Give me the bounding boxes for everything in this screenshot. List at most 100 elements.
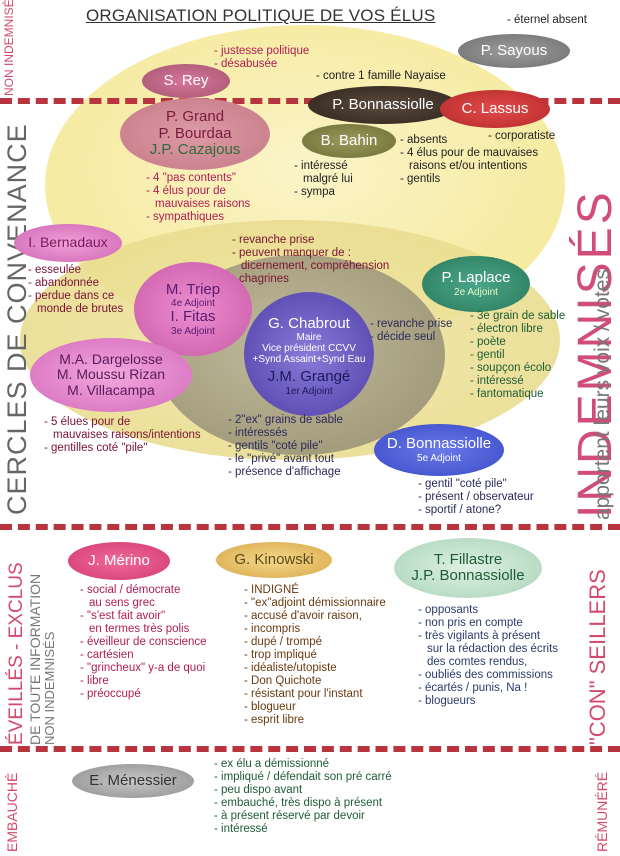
menessier-note: - embauché, très dispo à présent: [214, 797, 383, 809]
bahin-note: - sympa: [294, 186, 335, 198]
group-triep-fitas: M. Triep 4e Adjoint I. Fitas 3e Adjoint: [134, 262, 252, 356]
triep-note: - chagrines: [232, 273, 289, 285]
person-grand-name: P. Grand: [165, 108, 225, 126]
fillastre-notes: - opposants - non pris en compte - très …: [418, 604, 558, 708]
page-title: ORGANISATION POLITIQUE DE VOS ÉLUS: [86, 6, 436, 25]
absents-note: - absents: [400, 134, 448, 146]
laplace-note: - gentil: [470, 349, 505, 361]
bonnassiolle-d-note: - gentil "coté pile": [418, 478, 507, 490]
kinowski-note: - esprit libre: [244, 714, 305, 726]
bernadaux-note: - perdue dans ce: [28, 290, 115, 302]
bernadaux-note: monde de brutes: [37, 303, 124, 315]
kinowski-note: - incompris: [244, 623, 301, 635]
person-grange-role: 1er Adjoint: [285, 385, 333, 397]
fillastre-note: - écartés / punis, Na !: [418, 682, 528, 694]
kinowski-note: - accusé d'avoir raison,: [244, 610, 362, 622]
group-fillastre-bonnassiolle: T. Fillastre J.P. Bonnassiolle: [394, 538, 542, 598]
person-bonnassiolle-p-name: P. Bonnassiolle: [332, 95, 434, 113]
person-sayous: P. Sayous: [458, 34, 570, 68]
person-bernadaux-name: I. Bernadaux: [28, 234, 108, 251]
person-merino: J. Mérino: [68, 542, 170, 580]
laplace-note: - poète: [470, 336, 506, 348]
merino-note: au sens grec: [89, 597, 155, 609]
person-lassus: C. Lassus: [440, 90, 550, 128]
person-jp-bonnassiolle-name: J.P. Bonnassiolle: [411, 567, 525, 584]
kinowski-note: - idéaliste/utopiste: [244, 662, 337, 674]
person-bonnassiolle-p: P. Bonnassiolle: [308, 86, 458, 124]
kinowski-note: - résistant pour l'instant: [244, 688, 363, 700]
center-note: - 2"ex" grains de sable: [228, 414, 343, 426]
person-kinowski: G. Kinowski: [216, 542, 332, 578]
group-chabrout-grange: G. Chabrout Maire Vice président CCVV +S…: [244, 292, 374, 416]
rey-note: - désabusée: [214, 58, 278, 70]
person-lassus-name: C. Lassus: [461, 99, 529, 117]
center-note: - le "privé" avant tout: [228, 453, 334, 465]
bonnassiolle-d-note: - présent / observateur: [418, 491, 534, 503]
side-label-non-indemnises-top: NON INDEMNISÉS: [2, 0, 16, 96]
person-triep-name: M. Triep: [165, 280, 221, 298]
laplace-note: - fantomatique: [470, 388, 544, 400]
person-fillastre-name: T. Fillastre: [433, 550, 503, 568]
triep-note: dicernement, compréhension: [241, 260, 390, 272]
person-bourdaa-name: P. Bourdaa: [158, 124, 232, 142]
side-label-eveilles: ÉVEILLÉS - EXCLUS: [6, 562, 27, 745]
person-bonnassiolle-d-role: 5e Adjoint: [417, 452, 461, 464]
person-villacampa-name: M. Villacampa: [67, 381, 155, 398]
person-merino-name: J. Mérino: [88, 551, 150, 569]
triep-notes: - revanche prise - peuvent manquer de : …: [232, 234, 389, 286]
side-label-remunere: RÉMUNÉRÉ: [594, 771, 610, 852]
person-fitas-name: I. Fitas: [170, 308, 216, 325]
menessier-notes: - ex élu a démissionné - impliqué / défe…: [214, 758, 392, 836]
bonnassiolle-d-note: - sportif / atone?: [418, 504, 502, 516]
person-moussu-name: M. Moussu Rizan: [56, 366, 166, 383]
chabrout-note: - décide seul: [370, 331, 436, 343]
group1-note: - 4 élus pour de: [146, 185, 226, 197]
triep-note: - revanche prise: [232, 234, 315, 246]
person-bonnassiolle-d-name: D. Bonnassiolle: [386, 435, 492, 453]
person-chabrout-role: Vice président CCVV: [262, 343, 356, 354]
side-label-apportent: apportent leurs voix / votes: [591, 269, 614, 520]
merino-note: en termes très polis: [89, 623, 190, 635]
side-label-con-seillers: "CON" SEILLERS: [585, 569, 610, 745]
laplace-note: - électron libre: [470, 323, 543, 335]
person-chabrout-role: Maire: [296, 332, 322, 343]
group1-note: - 4 "pas contents": [146, 172, 236, 184]
rey-note: - justesse politique: [214, 45, 310, 57]
fillastre-note: - opposants: [418, 604, 479, 616]
fillastre-note: sur la rédaction des écrits: [427, 643, 559, 655]
menessier-note: - peu dispo avant: [214, 784, 303, 796]
kinowski-note: - trop impliqué: [244, 649, 317, 661]
merino-note: - libre: [80, 675, 109, 687]
merino-note: - "grincheux" y-a de quoi: [80, 662, 206, 674]
kinowski-note: - INDIGNÉ: [244, 584, 299, 596]
laplace-note: - 3e grain de sable: [470, 310, 566, 322]
center-note: - présence d'affichage: [228, 466, 341, 478]
chabrout-note: - revanche prise: [370, 318, 453, 330]
laplace-notes: - 3e grain de sable - électron libre - p…: [470, 310, 565, 401]
bahin-note: - intéressé: [294, 160, 348, 172]
center-note: - gentils "coté pile": [228, 440, 323, 452]
bahin-notes: - intéressé malgré lui - sympa: [294, 160, 353, 199]
kinowski-note: - Don Quichote: [244, 675, 322, 687]
kinowski-note: - blogueur: [244, 701, 296, 713]
merino-note: - "s'est fait avoir": [80, 610, 166, 622]
person-triep-role: 4e Adjoint: [171, 298, 215, 309]
merino-notes: - social / démocrate au sens grec - "s'e…: [80, 584, 207, 701]
absents-note: - gentils: [400, 173, 441, 185]
triep-note: - peuvent manquer de :: [232, 247, 351, 259]
laplace-note: - intéressé: [470, 375, 524, 387]
bonnassiolle-p-note: - contre 1 famille Nayaise: [316, 70, 446, 82]
person-chabrout-role: +Synd Assaint+Synd Eau: [252, 354, 366, 365]
kinowski-note: - dupé / trompé: [244, 636, 322, 648]
person-chabrout-name: G. Chabrout: [268, 314, 350, 332]
group1-notes: - 4 "pas contents" - 4 élus pour de mauv…: [146, 172, 250, 224]
person-laplace-name: P. Laplace: [441, 269, 511, 287]
person-rey-name: S. Rey: [163, 71, 209, 89]
person-menessier-name: E. Ménessier: [89, 771, 177, 789]
five-note: - gentilles coté "pile": [44, 442, 148, 454]
merino-note: - préoccupé: [80, 688, 141, 700]
person-laplace-role: 2e Adjoint: [454, 286, 498, 298]
chabrout-notes: - revanche prise - décide seul: [370, 318, 452, 344]
fillastre-note: - blogueurs: [418, 695, 476, 707]
bernadaux-notes: - esseulée - abandonnée - perdue dans ce…: [28, 264, 123, 316]
